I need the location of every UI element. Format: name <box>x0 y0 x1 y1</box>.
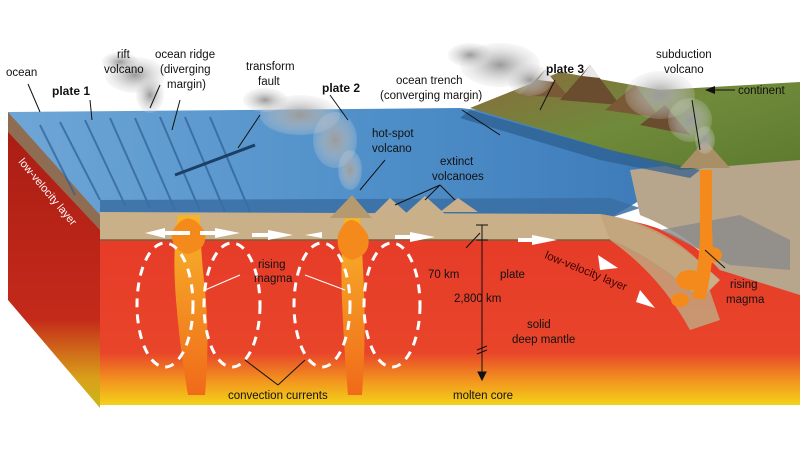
convection-loop-4 <box>362 241 422 369</box>
label-solid-deep-mantle-2: deep mantle <box>512 334 575 346</box>
label-plate-3: plate 3 <box>546 62 584 76</box>
label-hot-spot-volcano-1: hot-spot <box>372 128 414 140</box>
label-depth-2800: 2,800 km <box>454 293 501 305</box>
depth-markers <box>465 224 488 382</box>
label-rising-magma-left-2: magma <box>254 273 293 285</box>
label-convection-currents: convection currents <box>228 390 328 402</box>
convection-loop-2 <box>202 241 262 369</box>
magma-blob-hotspot <box>337 220 369 260</box>
label-ocean: ocean <box>6 67 37 79</box>
label-molten-core: molten core <box>453 390 513 402</box>
label-plate: plate <box>500 269 525 281</box>
convection-loops <box>135 241 422 369</box>
ridge-texture <box>39 116 251 213</box>
label-ocean-trench-1: ocean trench <box>396 75 463 87</box>
label-rising-magma-left-1: rising <box>258 259 285 271</box>
label-continent: continent <box>738 85 785 97</box>
block-left-face <box>8 112 100 408</box>
label-transform-fault-2: fault <box>258 76 281 88</box>
label-plate-2: plate 2 <box>322 81 360 95</box>
leader-lines <box>27 79 735 386</box>
convection-loop-1 <box>135 241 195 369</box>
side-crust-band <box>8 112 100 230</box>
subduction-magma <box>671 170 722 307</box>
label-transform-fault-1: transform <box>246 61 295 73</box>
label-extinct-volcanoes-1: extinct <box>440 156 474 168</box>
label-rising-magma-right-2: magma <box>726 294 765 306</box>
ocean-trench <box>460 110 700 178</box>
label-hot-spot-volcano-2: volcano <box>372 143 412 155</box>
label-plate-1: plate 1 <box>52 84 90 98</box>
label-extinct-volcanoes-2: volcanoes <box>432 171 484 183</box>
label-rising-magma-right-1: rising <box>730 279 757 291</box>
seafloor-volcanoes <box>330 195 478 218</box>
label-solid-deep-mantle-1: solid <box>527 319 551 331</box>
label-ocean-ridge-3: margin) <box>167 79 206 91</box>
mantle-front-face <box>100 218 800 405</box>
magma-plume-hotspot <box>341 215 365 395</box>
label-subduction-volcano-2: volcano <box>664 64 704 76</box>
subducting-slab <box>600 214 720 330</box>
label-thickness-70: 70 km <box>428 269 459 281</box>
flow-arrows <box>145 228 655 308</box>
magma-blob-ridge <box>171 218 206 254</box>
label-ocean-ridge-2: (diverging <box>160 64 211 76</box>
transform-fault-line <box>174 143 256 177</box>
label-subduction-volcano-1: subduction <box>656 49 712 61</box>
convection-loop-3 <box>292 241 352 369</box>
label-ocean-trench-2: (converging margin) <box>380 90 482 102</box>
label-rift-volcano-2: volcano <box>104 64 144 76</box>
continent-interior <box>660 215 790 270</box>
label-ocean-ridge-1: ocean ridge <box>155 49 215 61</box>
label-rift-volcano-1: rift <box>117 49 131 61</box>
smoke-plumes <box>102 43 715 190</box>
